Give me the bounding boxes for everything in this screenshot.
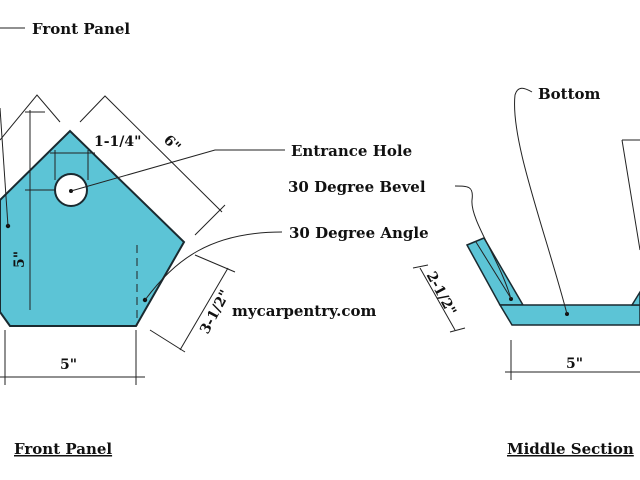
bevel-dim-line bbox=[412, 264, 466, 333]
bevel-side-label: 2-1/2" bbox=[423, 269, 459, 318]
bevel-label: 30 Degree Bevel bbox=[288, 178, 426, 196]
lower-side-dim-line bbox=[149, 254, 236, 353]
front-panel-leader bbox=[0, 107, 9, 227]
roof-dim-line bbox=[0, 94, 226, 236]
entrance-hole-label: Entrance Hole bbox=[291, 142, 412, 160]
right-leader bbox=[621, 139, 640, 251]
angle-label: 30 Degree Angle bbox=[289, 224, 429, 242]
width-label: 5" bbox=[60, 357, 77, 373]
bevel-side-piece bbox=[465, 237, 525, 306]
hole-offset-dim bbox=[50, 150, 95, 180]
roof-side-label: 6" bbox=[160, 132, 183, 155]
bottom-width-label: 5" bbox=[566, 356, 583, 372]
bottom-board bbox=[498, 304, 640, 326]
middle-section-title: Middle Section bbox=[507, 440, 634, 458]
watermark: mycarpentry.com bbox=[232, 302, 376, 320]
angle-leader bbox=[144, 231, 283, 301]
bottom-leader bbox=[514, 87, 568, 315]
bottom-dim-line bbox=[505, 340, 640, 380]
front-panel-shape bbox=[0, 129, 186, 327]
hole-offset-label: 1-1/4" bbox=[94, 134, 141, 150]
front-panel-callout: Front Panel bbox=[32, 20, 130, 38]
width-dim-line bbox=[0, 330, 145, 385]
height-label: 5" bbox=[12, 251, 28, 268]
height-dim-line bbox=[25, 110, 45, 310]
bottom-label: Bottom bbox=[538, 85, 601, 103]
bevel-leader bbox=[454, 185, 512, 300]
entrance-hole-leader bbox=[70, 149, 285, 192]
front-panel-title: Front Panel bbox=[14, 440, 112, 458]
right-side-piece bbox=[630, 290, 640, 306]
bevel-edge bbox=[475, 241, 513, 301]
